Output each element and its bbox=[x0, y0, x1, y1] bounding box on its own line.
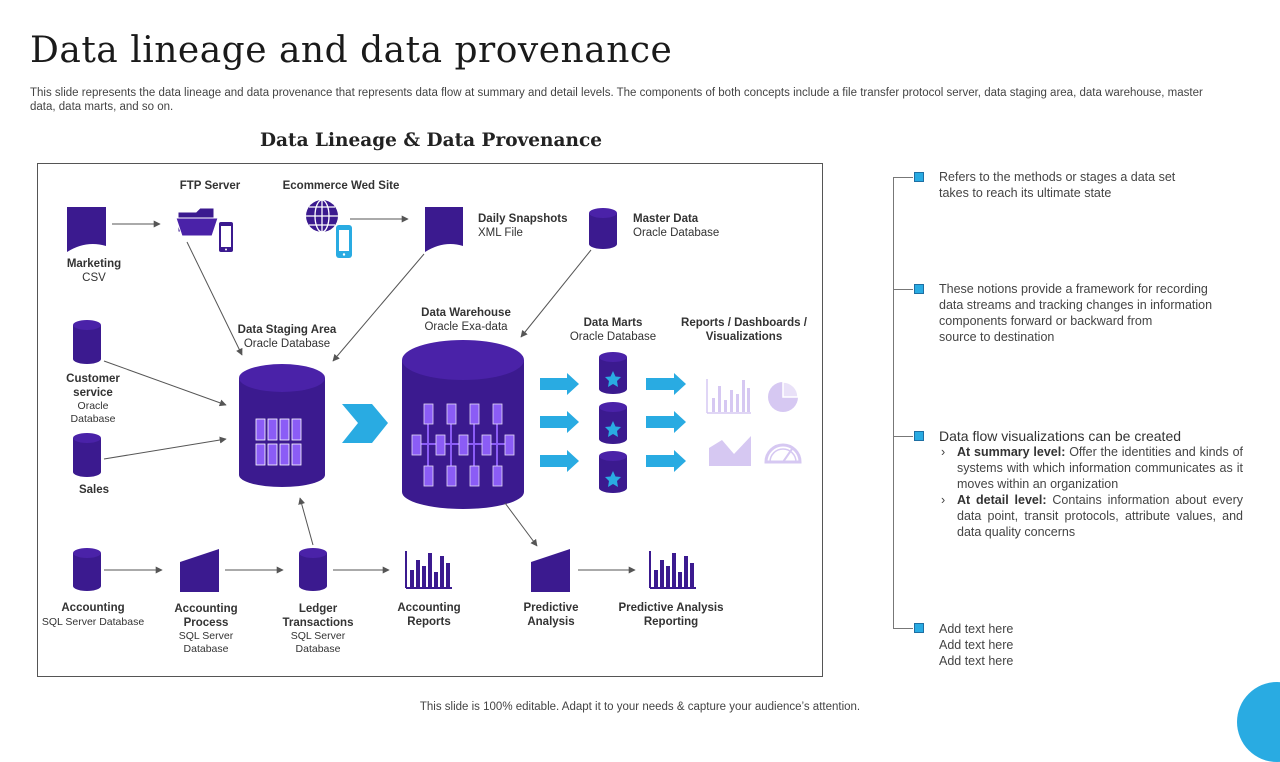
arrow-master-to-warehouse bbox=[520, 249, 592, 338]
arrow-ledger-to-staging bbox=[298, 497, 314, 546]
ftp-server-label: FTP Server bbox=[179, 180, 241, 192]
panel-tick-1 bbox=[893, 177, 913, 178]
predictive-analysis-icon bbox=[531, 549, 570, 592]
bar-chart-visual-icon bbox=[706, 379, 751, 414]
accounting-process-label: Accounting Process SQL Server Database bbox=[174, 603, 238, 655]
data-marts-database-icon bbox=[599, 352, 627, 493]
predictive-reporting-chart-icon bbox=[649, 551, 696, 589]
warehouse-to-marts-arrows bbox=[540, 373, 579, 472]
accounting-reports-label: Accounting Reports bbox=[397, 602, 461, 628]
arrow-snapshots-to-staging bbox=[332, 253, 425, 362]
panel-item-3-heading: Data flow visualizations can be created bbox=[939, 428, 1182, 444]
slide-footer: This slide is 100% editable. Adapt it to… bbox=[419, 701, 861, 713]
panel-bullet-4 bbox=[914, 623, 924, 633]
panel-bullet-3 bbox=[914, 431, 924, 441]
gauge-visual-icon bbox=[764, 443, 802, 464]
panel-tick-2 bbox=[893, 289, 913, 290]
panel-tick-4 bbox=[893, 628, 913, 629]
ftp-server-icon bbox=[175, 207, 233, 252]
panel-item-1: Refers to the methods or stages a data s… bbox=[939, 170, 1176, 200]
ledger-transactions-label: Ledger Transactions SQL Server Database bbox=[282, 603, 354, 655]
accounting-reports-chart-icon bbox=[405, 551, 452, 589]
accounting-database-icon bbox=[73, 548, 101, 591]
mobile-phone-icon bbox=[336, 225, 352, 258]
diagram-frame bbox=[37, 163, 823, 677]
marts-to-reports-arrows bbox=[646, 373, 686, 472]
ecommerce-label: Ecommerce Wed Site bbox=[282, 180, 400, 192]
daily-snapshots-file-icon bbox=[425, 207, 463, 252]
data-staging-label: Data Staging Area Oracle Database bbox=[237, 324, 337, 350]
predictive-reporting-label: Predictive Analysis Reporting bbox=[618, 602, 724, 628]
reports-dashboards-label: Reports / Dashboards / Visualizations bbox=[681, 317, 807, 343]
panel-timeline-line bbox=[893, 177, 894, 629]
chevron-arrow-icon bbox=[342, 404, 388, 443]
arrow-customer-to-staging bbox=[103, 360, 227, 407]
data-warehouse-database-icon bbox=[402, 340, 524, 509]
diagram-title: Data Lineage & Data Provenance bbox=[260, 130, 602, 151]
flow-connectors bbox=[103, 215, 636, 574]
marketing-label: Marketing CSV bbox=[66, 258, 122, 284]
panel-tick-3 bbox=[893, 436, 913, 437]
slide-subtitle: This slide represents the data lineage a… bbox=[30, 87, 1203, 113]
panel-item-2: These notions provide a framework for re… bbox=[939, 282, 1213, 344]
predictive-analysis-label: Predictive Analysis bbox=[523, 602, 579, 628]
data-warehouse-label: Data Warehouse Oracle Exa-data bbox=[421, 307, 511, 333]
daily-snapshots-label: Daily Snapshots XML File bbox=[478, 213, 568, 239]
summary-level-item: At summary level: Offer the identities a… bbox=[941, 444, 1243, 492]
area-chart-visual-icon bbox=[709, 436, 751, 466]
arrow-warehouse-to-predictive bbox=[504, 502, 538, 547]
customer-service-label: Customer service Oracle Database bbox=[66, 373, 120, 425]
panel-item-3-list: At summary level: Offer the identities a… bbox=[941, 444, 1243, 540]
slide-title: Data lineage and data provenance bbox=[30, 30, 673, 71]
arrow-ftp-to-staging bbox=[186, 241, 243, 356]
lineage-diagram bbox=[67, 199, 802, 592]
panel-bullet-1 bbox=[914, 172, 924, 182]
panel-bullet-2 bbox=[914, 284, 924, 294]
ledger-database-icon bbox=[299, 548, 327, 591]
marketing-file-icon bbox=[67, 207, 106, 252]
sales-database-icon bbox=[73, 433, 101, 477]
globe-icon bbox=[306, 199, 338, 233]
accounting-label: Accounting SQL Server Database bbox=[41, 602, 145, 628]
customer-service-database-icon bbox=[73, 320, 101, 364]
accounting-process-icon bbox=[180, 549, 219, 592]
data-marts-label: Data Marts Oracle Database bbox=[569, 317, 657, 343]
arrow-sales-to-staging bbox=[103, 436, 227, 460]
pie-chart-visual-icon bbox=[768, 381, 799, 412]
panel-item-4: Add text here Add text here Add text her… bbox=[939, 622, 1014, 668]
data-staging-database-icon bbox=[239, 364, 325, 487]
master-data-label: Master Data Oracle Database bbox=[633, 213, 720, 239]
detail-level-item: At detail level: Contains information ab… bbox=[941, 492, 1243, 540]
sales-label: Sales bbox=[78, 484, 110, 496]
master-data-database-icon bbox=[589, 208, 617, 249]
